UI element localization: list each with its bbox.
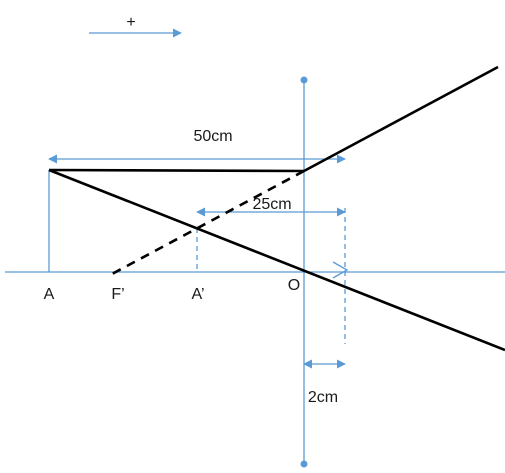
label-point-a-prime: A’ <box>191 286 204 303</box>
virtual-ray-extension <box>111 169 305 276</box>
lens-top-dot <box>300 76 308 84</box>
refracted-ray <box>303 65 499 173</box>
parallel-ray <box>48 168 305 173</box>
positive-sign-label: + <box>126 14 135 31</box>
label-point-o: O <box>288 277 300 294</box>
eye-icon <box>332 261 349 279</box>
central-ray <box>48 168 505 352</box>
dimension-label-25cm: 25cm <box>252 196 291 213</box>
dimension-label-50cm: 50cm <box>193 128 232 145</box>
lens-bottom-dot <box>300 460 308 468</box>
dimension-label-2cm: 2cm <box>308 389 338 406</box>
label-point-a: A <box>44 286 55 303</box>
label-point-f-prime: F’ <box>111 286 124 303</box>
